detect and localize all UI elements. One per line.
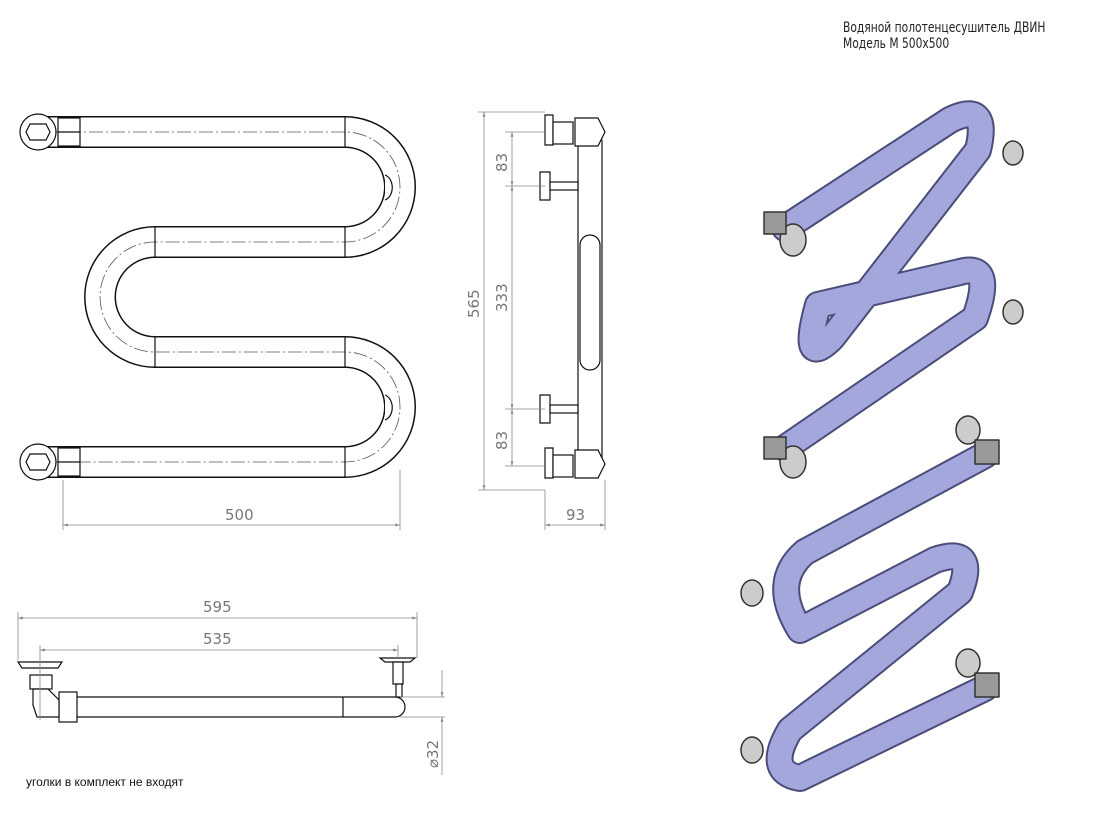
drawing-title: Водяной полотенцесушитель ДВИН Модель М … bbox=[843, 20, 1045, 52]
footnote: уголки в комплект не входят bbox=[26, 775, 184, 789]
dim-front-width: 500 bbox=[225, 506, 254, 524]
title-line-model: Модель М 500х500 bbox=[843, 36, 950, 52]
dim-top-inner: 535 bbox=[203, 630, 232, 648]
dim-side-top: 83 bbox=[493, 153, 511, 172]
dim-top-overall: 595 bbox=[203, 598, 232, 616]
dim-side-height: 565 bbox=[465, 289, 483, 318]
side-view: 565 83 333 83 93 bbox=[465, 111, 606, 530]
title-line-product: Водяной полотенцесушитель ДВИН bbox=[843, 20, 1046, 36]
dim-side-bottom: 83 bbox=[493, 431, 511, 450]
dim-side-depth: 93 bbox=[566, 506, 585, 524]
dim-pipe-diameter: ⌀32 bbox=[424, 740, 442, 768]
top-view: 595 535 ⌀32 bbox=[16, 598, 445, 775]
isometric-view-2 bbox=[740, 415, 1000, 792]
front-view: 500 bbox=[19, 113, 416, 530]
dim-side-middle: 333 bbox=[493, 283, 511, 312]
isometric-view-1 bbox=[763, 100, 1024, 479]
